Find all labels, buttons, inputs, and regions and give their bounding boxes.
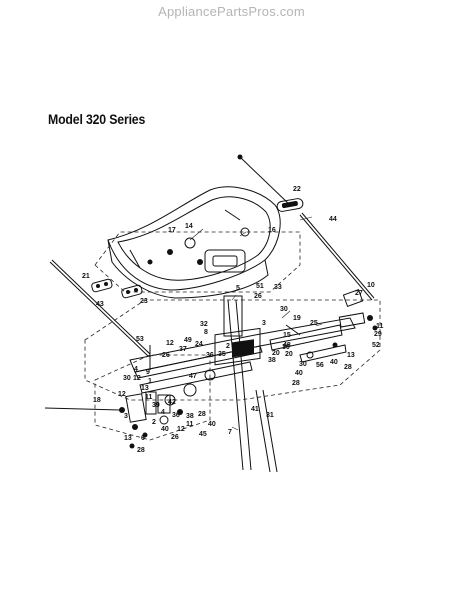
- callout-12: 12: [166, 340, 174, 347]
- cable-upper: [239, 156, 291, 206]
- steering-column: [223, 295, 278, 473]
- callout-28c: 28: [198, 411, 206, 418]
- leader-lines: [189, 216, 323, 431]
- main-frame: [129, 317, 356, 406]
- bracket-part-23: [121, 284, 143, 299]
- callout-34b: 4: [161, 409, 165, 416]
- callout-12c: 12: [118, 391, 126, 398]
- callout-10: 10: [367, 282, 375, 289]
- callout-28: 28: [344, 364, 352, 371]
- callout-9: 3: [262, 320, 266, 327]
- callout-30d: 30: [123, 375, 131, 382]
- callout-48: 48: [283, 342, 291, 349]
- callout-7: 41: [251, 406, 259, 413]
- callout-36b: 36: [172, 412, 180, 419]
- callout-13b: 13: [141, 385, 149, 392]
- callout-38: 38: [268, 357, 276, 364]
- watermark: AppliancePartsPros.com: [158, 4, 305, 19]
- callout-20: 20: [272, 350, 280, 357]
- callout-19: 19: [293, 315, 301, 322]
- dashed-outline-top: [94, 231, 301, 293]
- model-title: Model 320 Series: [48, 111, 146, 127]
- callout-49: 49: [184, 337, 192, 344]
- callout-5: 5: [236, 285, 240, 292]
- callout-6: 2: [226, 343, 230, 350]
- callout-31: 2: [152, 419, 156, 426]
- callout-16: 16: [268, 227, 276, 234]
- callout-40: 40: [330, 359, 338, 366]
- dashed-outline-frame: [84, 299, 381, 401]
- callout-15: 15: [283, 332, 291, 339]
- lower-bracket-cluster: [125, 391, 183, 449]
- right-bracket-cluster: [285, 288, 378, 359]
- dashed-outline-lower: [94, 354, 211, 441]
- callout-8: 8: [204, 329, 208, 336]
- callout-18: 3: [124, 413, 128, 420]
- callout-43: 43: [96, 301, 104, 308]
- callout-4: 56: [316, 362, 324, 369]
- callout-32: 32: [200, 321, 208, 328]
- callout-46: 45: [199, 431, 207, 438]
- callout-2: 6: [141, 435, 145, 442]
- callout-40c: 40: [208, 421, 216, 428]
- callout-40d: 40: [161, 426, 169, 433]
- callout-38b: 38: [186, 413, 194, 420]
- callout-1: 1: [148, 378, 152, 385]
- callout-40b: 40: [295, 370, 303, 377]
- bracket-part-21: [91, 278, 113, 293]
- callout-36: 36: [206, 352, 214, 359]
- callout-26b: 26: [162, 352, 170, 359]
- rod-44-b: [301, 212, 375, 299]
- callout-25: 25: [310, 320, 318, 327]
- callout-11b: 11: [145, 394, 153, 401]
- callout-28d: 28: [137, 447, 145, 454]
- callout-29: 29: [374, 331, 382, 338]
- callout-27: 27: [355, 290, 363, 297]
- callout-12b: 12: [133, 375, 141, 382]
- callout-56: 39: [152, 402, 160, 409]
- callout-47: 47: [189, 373, 197, 380]
- rod-43-b: [51, 259, 151, 355]
- callout-53: 53: [136, 336, 144, 343]
- callout-45: 7: [228, 429, 232, 436]
- rod-43: [49, 261, 149, 357]
- cover-housing: [107, 186, 281, 299]
- callout-39: 42: [168, 399, 176, 406]
- callout-3: 9: [146, 369, 150, 376]
- callout-20b: 20: [285, 351, 293, 358]
- callout-37: 37: [179, 346, 187, 353]
- callout-51: 51: [256, 283, 264, 290]
- callout-30: 30: [280, 306, 288, 313]
- callout-17: 17: [168, 227, 176, 234]
- callout-42: 18: [93, 397, 101, 404]
- rod-42: [44, 407, 121, 411]
- callout-13c: 13: [124, 435, 132, 442]
- callout-14: 14: [185, 223, 193, 230]
- callout-26c: 26: [171, 434, 179, 441]
- callout-52: 52: [372, 342, 380, 349]
- cable-upper-end: [237, 154, 243, 160]
- callout-28b: 28: [292, 380, 300, 387]
- rod-44: [299, 214, 373, 301]
- callout-35: 35: [218, 351, 226, 358]
- callout-34: 4: [134, 366, 138, 373]
- callout-26: 26: [254, 293, 262, 300]
- callout-44: 44: [329, 216, 337, 223]
- callout-30b: 30: [282, 344, 290, 351]
- callout-23: 23: [140, 298, 148, 305]
- callout-33: 33: [274, 284, 282, 291]
- handle-part-22: [276, 198, 304, 212]
- callout-11c: 11: [186, 421, 194, 428]
- callout-30c: 30: [299, 361, 307, 368]
- rod-42-end: [119, 407, 125, 413]
- callout-21: 21: [82, 273, 90, 280]
- callout-22: 22: [293, 186, 301, 193]
- callout-12d: 12: [177, 426, 185, 433]
- callout-41: 31: [266, 412, 274, 419]
- callout-11: 11: [376, 323, 384, 330]
- callout-24: 24: [195, 341, 203, 348]
- callout-13: 13: [347, 352, 355, 359]
